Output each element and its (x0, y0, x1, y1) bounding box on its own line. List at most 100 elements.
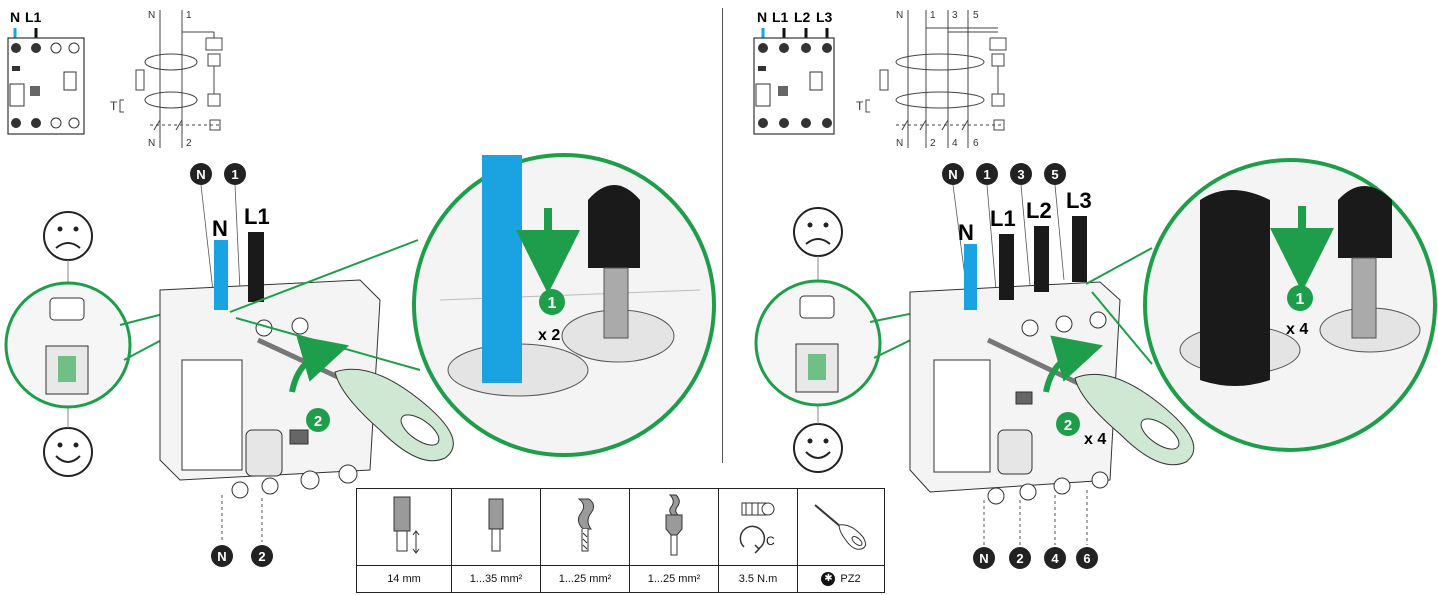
svg-text:2: 2 (314, 413, 322, 430)
left-zoom-step1-badge: 1 (539, 289, 565, 315)
left-neutral-wire (214, 240, 228, 310)
right-schematic: N 1 3 5 T N 2 4 6 (856, 10, 1007, 149)
left-schematic-top-1: 1 (186, 10, 192, 21)
svg-text:1: 1 (548, 295, 557, 312)
rigid-wire-cell (451, 488, 541, 566)
right-module-label-l1: L1 (772, 9, 789, 25)
right-schematic-bottom-6: 6 (973, 138, 979, 149)
torque-value: 3.5 N.m (718, 565, 798, 593)
screw-icon: C (739, 502, 775, 554)
left-top-badge-1: 1 (224, 163, 246, 185)
rigid-section-value: 1...35 mm² (451, 565, 541, 593)
left-breaker-body (159, 279, 381, 499)
right-module-label-l2: L2 (794, 9, 811, 25)
svg-text:1: 1 (1296, 291, 1305, 308)
right-wire-label-l3: L3 (1066, 188, 1092, 213)
strip-length-value: 14 mm (356, 565, 452, 593)
stripped-wire-icon (393, 496, 420, 554)
rigid-wire-icon (488, 498, 504, 551)
right-bottom-badge-6: 6 (1076, 547, 1098, 569)
left-bottom-badge-2: 2 (251, 545, 273, 567)
svg-text:N: N (196, 167, 205, 182)
right-wire-label-l1: L1 (990, 206, 1016, 231)
svg-text:1: 1 (983, 167, 990, 182)
right-zoom-phase-wire (1200, 190, 1270, 386)
right-module-label-l3: L3 (816, 9, 833, 25)
svg-text:2: 2 (1064, 417, 1072, 434)
right-module-icon: N L1 L2 L3 (753, 9, 835, 135)
left-test-label: T (110, 99, 118, 113)
left-schematic: N 1 T N 2 (110, 10, 223, 149)
svg-text:5: 5 (1051, 167, 1058, 182)
left-schematic-bottom-n: N (148, 138, 155, 149)
right-step2-badge: 2 (1056, 412, 1080, 436)
right-zoom-step1-badge: 1 (1287, 285, 1313, 311)
right-zoom-multiplier: x 4 (1286, 321, 1308, 338)
right-schematic-top-3: 3 (952, 10, 958, 21)
right-rotate-arrow-icon (1043, 335, 1104, 393)
rotate-arrow-icon (289, 335, 350, 393)
right-top-badge-n: N (942, 163, 964, 185)
right-wire-label-n: N (958, 220, 974, 245)
svg-text:N: N (948, 167, 957, 182)
svg-text:1: 1 (231, 167, 238, 182)
spec-table: C 14 mm 1...35 mm² 1...25 mm² 1...25 mm²… (356, 488, 885, 593)
right-schematic-top-n: N (896, 10, 903, 21)
flexible-section-value: 1...25 mm² (540, 565, 630, 593)
right-phase-l1-wire (999, 234, 1014, 300)
right-schematic-bottom-n: N (896, 138, 903, 149)
right-top-badge-1: 1 (976, 163, 998, 185)
left-zoom-multiplier: x 2 (538, 327, 560, 344)
svg-text:N: N (217, 549, 226, 564)
left-phase-wire (248, 232, 264, 302)
screwdriver-cell (797, 488, 885, 566)
pozidriv-icon: ✱ (821, 572, 836, 586)
torque-cell: C (718, 488, 798, 566)
flexible-wire-icon (577, 498, 595, 551)
strip-length-cell (356, 488, 452, 566)
ferrule-wire-icon (665, 494, 683, 555)
right-bottom-badge-n: N (973, 547, 995, 569)
screwdriver-spec-icon (814, 503, 867, 550)
right-smiley-face-icon (793, 423, 843, 473)
left-module-label-l1: L1 (25, 9, 42, 25)
svg-text:2: 2 (1016, 551, 1023, 566)
ferrule-section-value: 1...25 mm² (629, 565, 719, 593)
left-panel: N L1 N 1 T (4, 9, 716, 567)
left-zoom-neutral-wire (482, 155, 522, 383)
right-sad-face-icon (793, 207, 843, 257)
ferrule-wire-cell (629, 488, 719, 566)
right-bottom-badge-4: 4 (1044, 547, 1066, 569)
right-phase-l2-wire (1034, 226, 1049, 292)
screwdriver-value-wrap: ✱ PZ2 (821, 572, 861, 586)
svg-text:6: 6 (1083, 551, 1090, 566)
right-breaker-body (909, 281, 1121, 505)
left-step2-badge: 2 (306, 408, 330, 432)
svg-text:3: 3 (1017, 167, 1024, 182)
smiley-face-icon (43, 427, 93, 477)
left-schematic-top-n: N (148, 10, 155, 21)
panel-divider (722, 8, 723, 463)
right-neutral-wire (964, 244, 977, 310)
right-step2-multiplier: x 4 (1084, 431, 1106, 448)
right-module-label-n: N (757, 9, 767, 25)
left-wire-label-l1: L1 (244, 204, 270, 229)
spec-icons-row: C (356, 488, 885, 566)
right-phase-l3-wire (1072, 216, 1087, 282)
sad-face-icon (43, 211, 93, 261)
svg-text:2: 2 (258, 549, 265, 564)
screwdriver-value-cell: ✱ PZ2 (797, 565, 885, 593)
left-module-label-n: N (10, 9, 20, 25)
left-bottom-badge-n: N (211, 545, 233, 567)
left-schematic-bottom-2: 2 (186, 138, 192, 149)
svg-text:4: 4 (1051, 551, 1059, 566)
right-test-label: T (856, 99, 864, 113)
right-detail-circle (754, 279, 969, 407)
screwdriver-value: PZ2 (840, 573, 861, 585)
right-schematic-bottom-4: 4 (952, 138, 958, 149)
svg-text:N: N (979, 551, 988, 566)
torque-icon-label: C (766, 534, 775, 548)
spec-values-row: 14 mm 1...35 mm² 1...25 mm² 1...25 mm² 3… (356, 565, 885, 593)
left-wire-label-n: N (212, 216, 228, 241)
right-wire-label-l2: L2 (1026, 198, 1052, 223)
